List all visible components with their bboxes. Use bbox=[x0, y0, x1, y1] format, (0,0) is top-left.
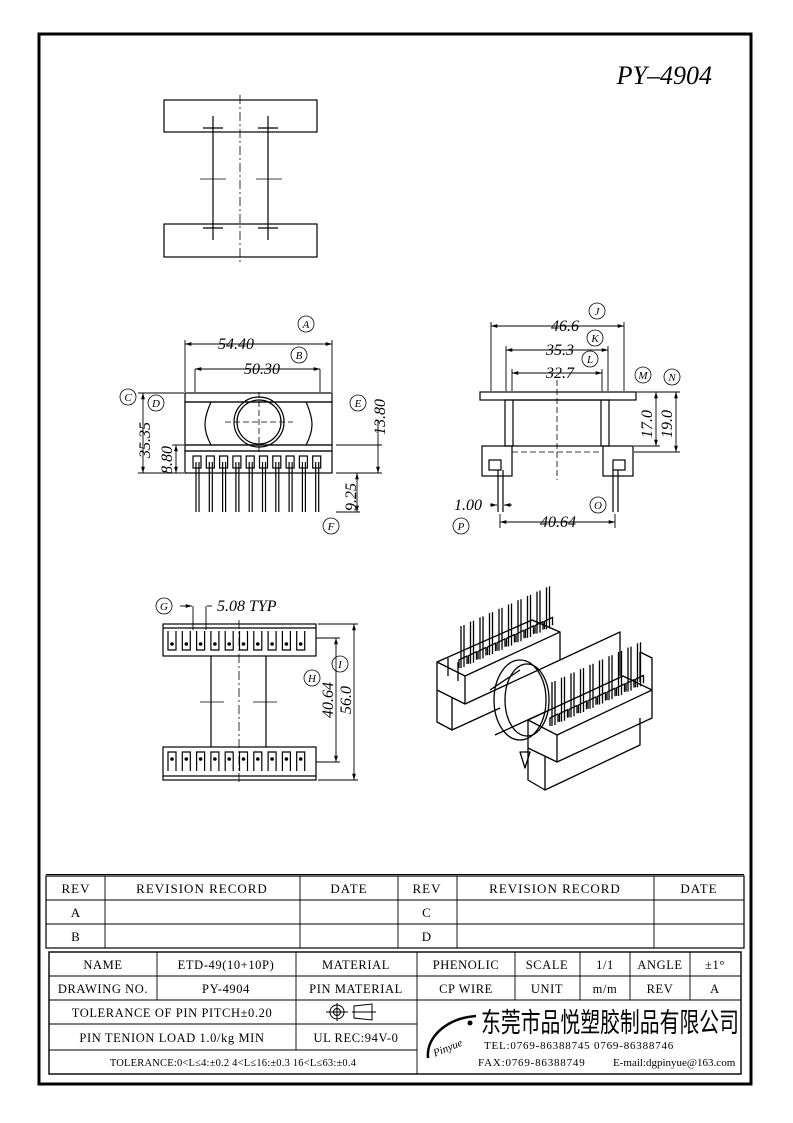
company-fax: FAX:0769-86388749 bbox=[478, 1057, 586, 1069]
scale-label: SCALE bbox=[526, 958, 569, 972]
material-value: PHENOLIC bbox=[433, 958, 500, 972]
tolerance-general: TOLERANCE:0<L≤4:±0.2 4<L≤16:±0.3 16<L≤63… bbox=[110, 1058, 357, 1069]
pin-tension: PIN TENION LOAD 1.0/kg MIN bbox=[79, 1031, 264, 1045]
rev-cell-c: C bbox=[422, 905, 432, 920]
revision-table bbox=[45, 875, 745, 949]
dim-letter-E: E bbox=[354, 398, 362, 410]
revision-record-header-1: REVISION RECORD bbox=[136, 881, 268, 896]
pin-material-label: PIN MATERIAL bbox=[309, 982, 403, 996]
dim-value-P: 1.00 bbox=[454, 497, 482, 514]
dim-value-A: 54.40 bbox=[218, 336, 254, 353]
company-tel: TEL:0769-86388745 0769-86388746 bbox=[484, 1040, 674, 1052]
rev-header-2: REV bbox=[413, 881, 442, 896]
dim-letter-H: H bbox=[307, 673, 317, 685]
rev-cell-a: A bbox=[71, 905, 81, 920]
dim-letter-J: J bbox=[595, 306, 601, 318]
dim-letter-G: G bbox=[160, 601, 168, 613]
dim-value-J: 46.6 bbox=[551, 318, 579, 335]
dim-value-N: 19.0 bbox=[659, 410, 676, 438]
rev-cell-d: D bbox=[422, 929, 432, 944]
dim-value-D: 8.80 bbox=[159, 446, 176, 474]
front-view bbox=[184, 392, 333, 512]
company-email: E-mail:dgpinyue@163.com bbox=[613, 1057, 736, 1069]
name-label: NAME bbox=[83, 958, 122, 972]
dim-value-F: 9.25 bbox=[343, 483, 360, 511]
dim-letter-M: M bbox=[637, 370, 648, 382]
dim-letter-I: I bbox=[337, 659, 343, 671]
bottom-dimensions bbox=[180, 604, 358, 781]
title-block bbox=[48, 951, 742, 1075]
dim-letter-P: P bbox=[457, 521, 465, 533]
isometric-view bbox=[436, 586, 653, 791]
unit-label: UNIT bbox=[531, 982, 563, 996]
dim-letter-D: D bbox=[151, 398, 160, 410]
tolerance-pitch: TOLERANCE OF PIN PITCH±0.20 bbox=[72, 1006, 273, 1020]
angle-value: ±1° bbox=[705, 958, 725, 972]
date-header-1: DATE bbox=[330, 881, 367, 896]
side-view bbox=[479, 380, 637, 512]
logo-text: Pinyue bbox=[431, 1037, 465, 1060]
part-number: PY–4904 bbox=[616, 61, 712, 90]
drawing-no-value: PY-4904 bbox=[202, 982, 250, 996]
dim-value-K: 35.3 bbox=[545, 342, 574, 359]
pinyue-logo: Pinyue bbox=[426, 1014, 477, 1060]
dim-value-C: 35.35 bbox=[137, 422, 154, 459]
front-dimensions bbox=[138, 340, 382, 513]
unit-value: m/m bbox=[593, 982, 618, 996]
revision-record-header-2: REVISION RECORD bbox=[489, 881, 621, 896]
dim-value-M: 17.0 bbox=[639, 410, 656, 438]
company-name: 东莞市品悦塑胶制品有限公司 bbox=[481, 1008, 739, 1039]
drawing-no-label: DRAWING NO. bbox=[58, 982, 148, 996]
dim-value-H: 40.64 bbox=[320, 682, 337, 718]
dim-letter-B: B bbox=[296, 350, 303, 362]
angle-label: ANGLE bbox=[637, 958, 682, 972]
dim-letter-O: O bbox=[594, 500, 602, 512]
dim-value-L: 32.7 bbox=[545, 365, 575, 382]
material-label: MATERIAL bbox=[322, 958, 390, 972]
bottom-view bbox=[162, 620, 317, 785]
dim-value-E: 13.80 bbox=[372, 399, 389, 435]
date-header-2: DATE bbox=[680, 881, 717, 896]
sheet-border bbox=[37, 32, 753, 1086]
dim-letter-K: K bbox=[590, 333, 599, 345]
ul-rec: UL REC:94V-0 bbox=[313, 1031, 398, 1045]
rev-value: A bbox=[710, 982, 720, 996]
rev-cell-b: B bbox=[71, 929, 81, 944]
side-dimensions bbox=[490, 322, 680, 528]
dim-value-I: 56.0 bbox=[338, 686, 355, 714]
dim-letter-N: N bbox=[667, 372, 676, 384]
scale-value: 1/1 bbox=[596, 958, 614, 972]
dim-value-O: 40.64 bbox=[540, 514, 576, 531]
dim-letter-L: L bbox=[586, 354, 593, 366]
pin-material-value: CP WIRE bbox=[439, 982, 493, 996]
top-view bbox=[163, 95, 318, 262]
rev-label: REV bbox=[647, 982, 674, 996]
dim-value-G: 5.08 TYP bbox=[217, 598, 277, 615]
projection-symbol-icon bbox=[326, 1003, 376, 1021]
dim-letter-A: A bbox=[302, 319, 310, 331]
dim-value-B: 50.30 bbox=[244, 361, 280, 378]
dim-letter-F: F bbox=[327, 521, 335, 533]
rev-header-1: REV bbox=[62, 881, 91, 896]
dim-letter-C: C bbox=[124, 392, 132, 404]
name-value: ETD-49(10+10P) bbox=[178, 958, 275, 972]
